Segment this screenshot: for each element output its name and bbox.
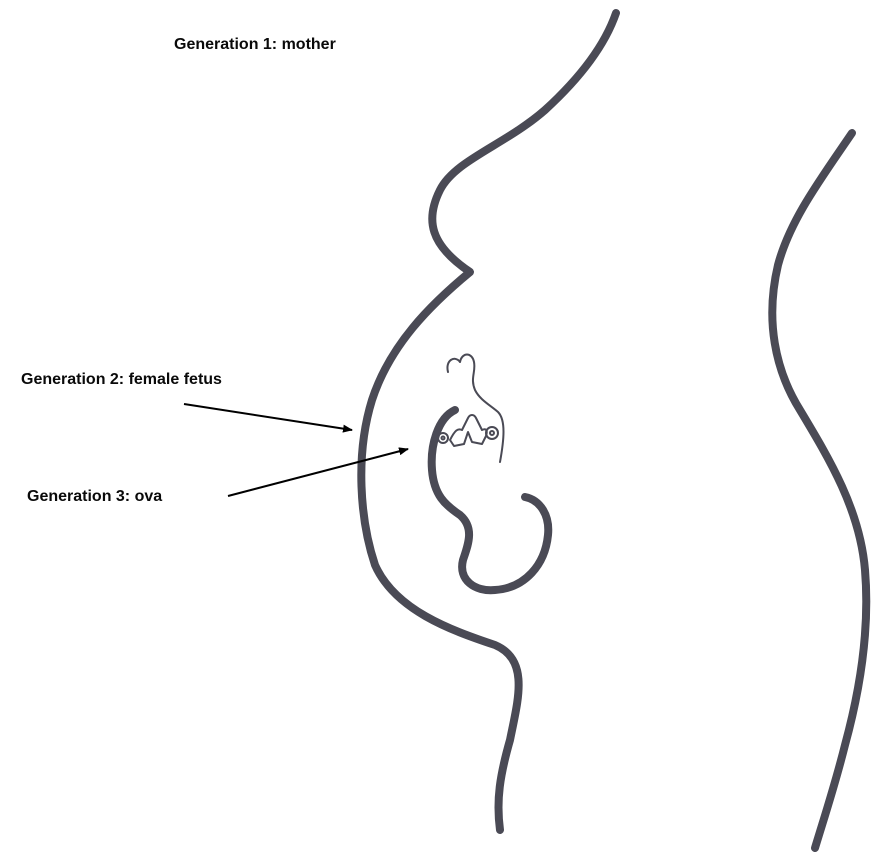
left-ovum xyxy=(442,437,445,440)
left-ovary xyxy=(438,433,448,443)
right-ovary xyxy=(486,427,498,439)
mother-front-outline xyxy=(361,13,616,830)
label-generation-3: Generation 3: ova xyxy=(27,487,162,507)
right-ovum xyxy=(490,431,494,435)
fetus-body-outline xyxy=(432,410,549,590)
mother-back-outline xyxy=(772,133,866,848)
uterus-shape xyxy=(450,415,487,446)
arrow-gen2 xyxy=(184,404,352,430)
label-generation-2: Generation 2: female fetus xyxy=(21,370,222,390)
label-generation-1: Generation 1: mother xyxy=(174,35,336,55)
arrow-gen3 xyxy=(228,449,408,496)
